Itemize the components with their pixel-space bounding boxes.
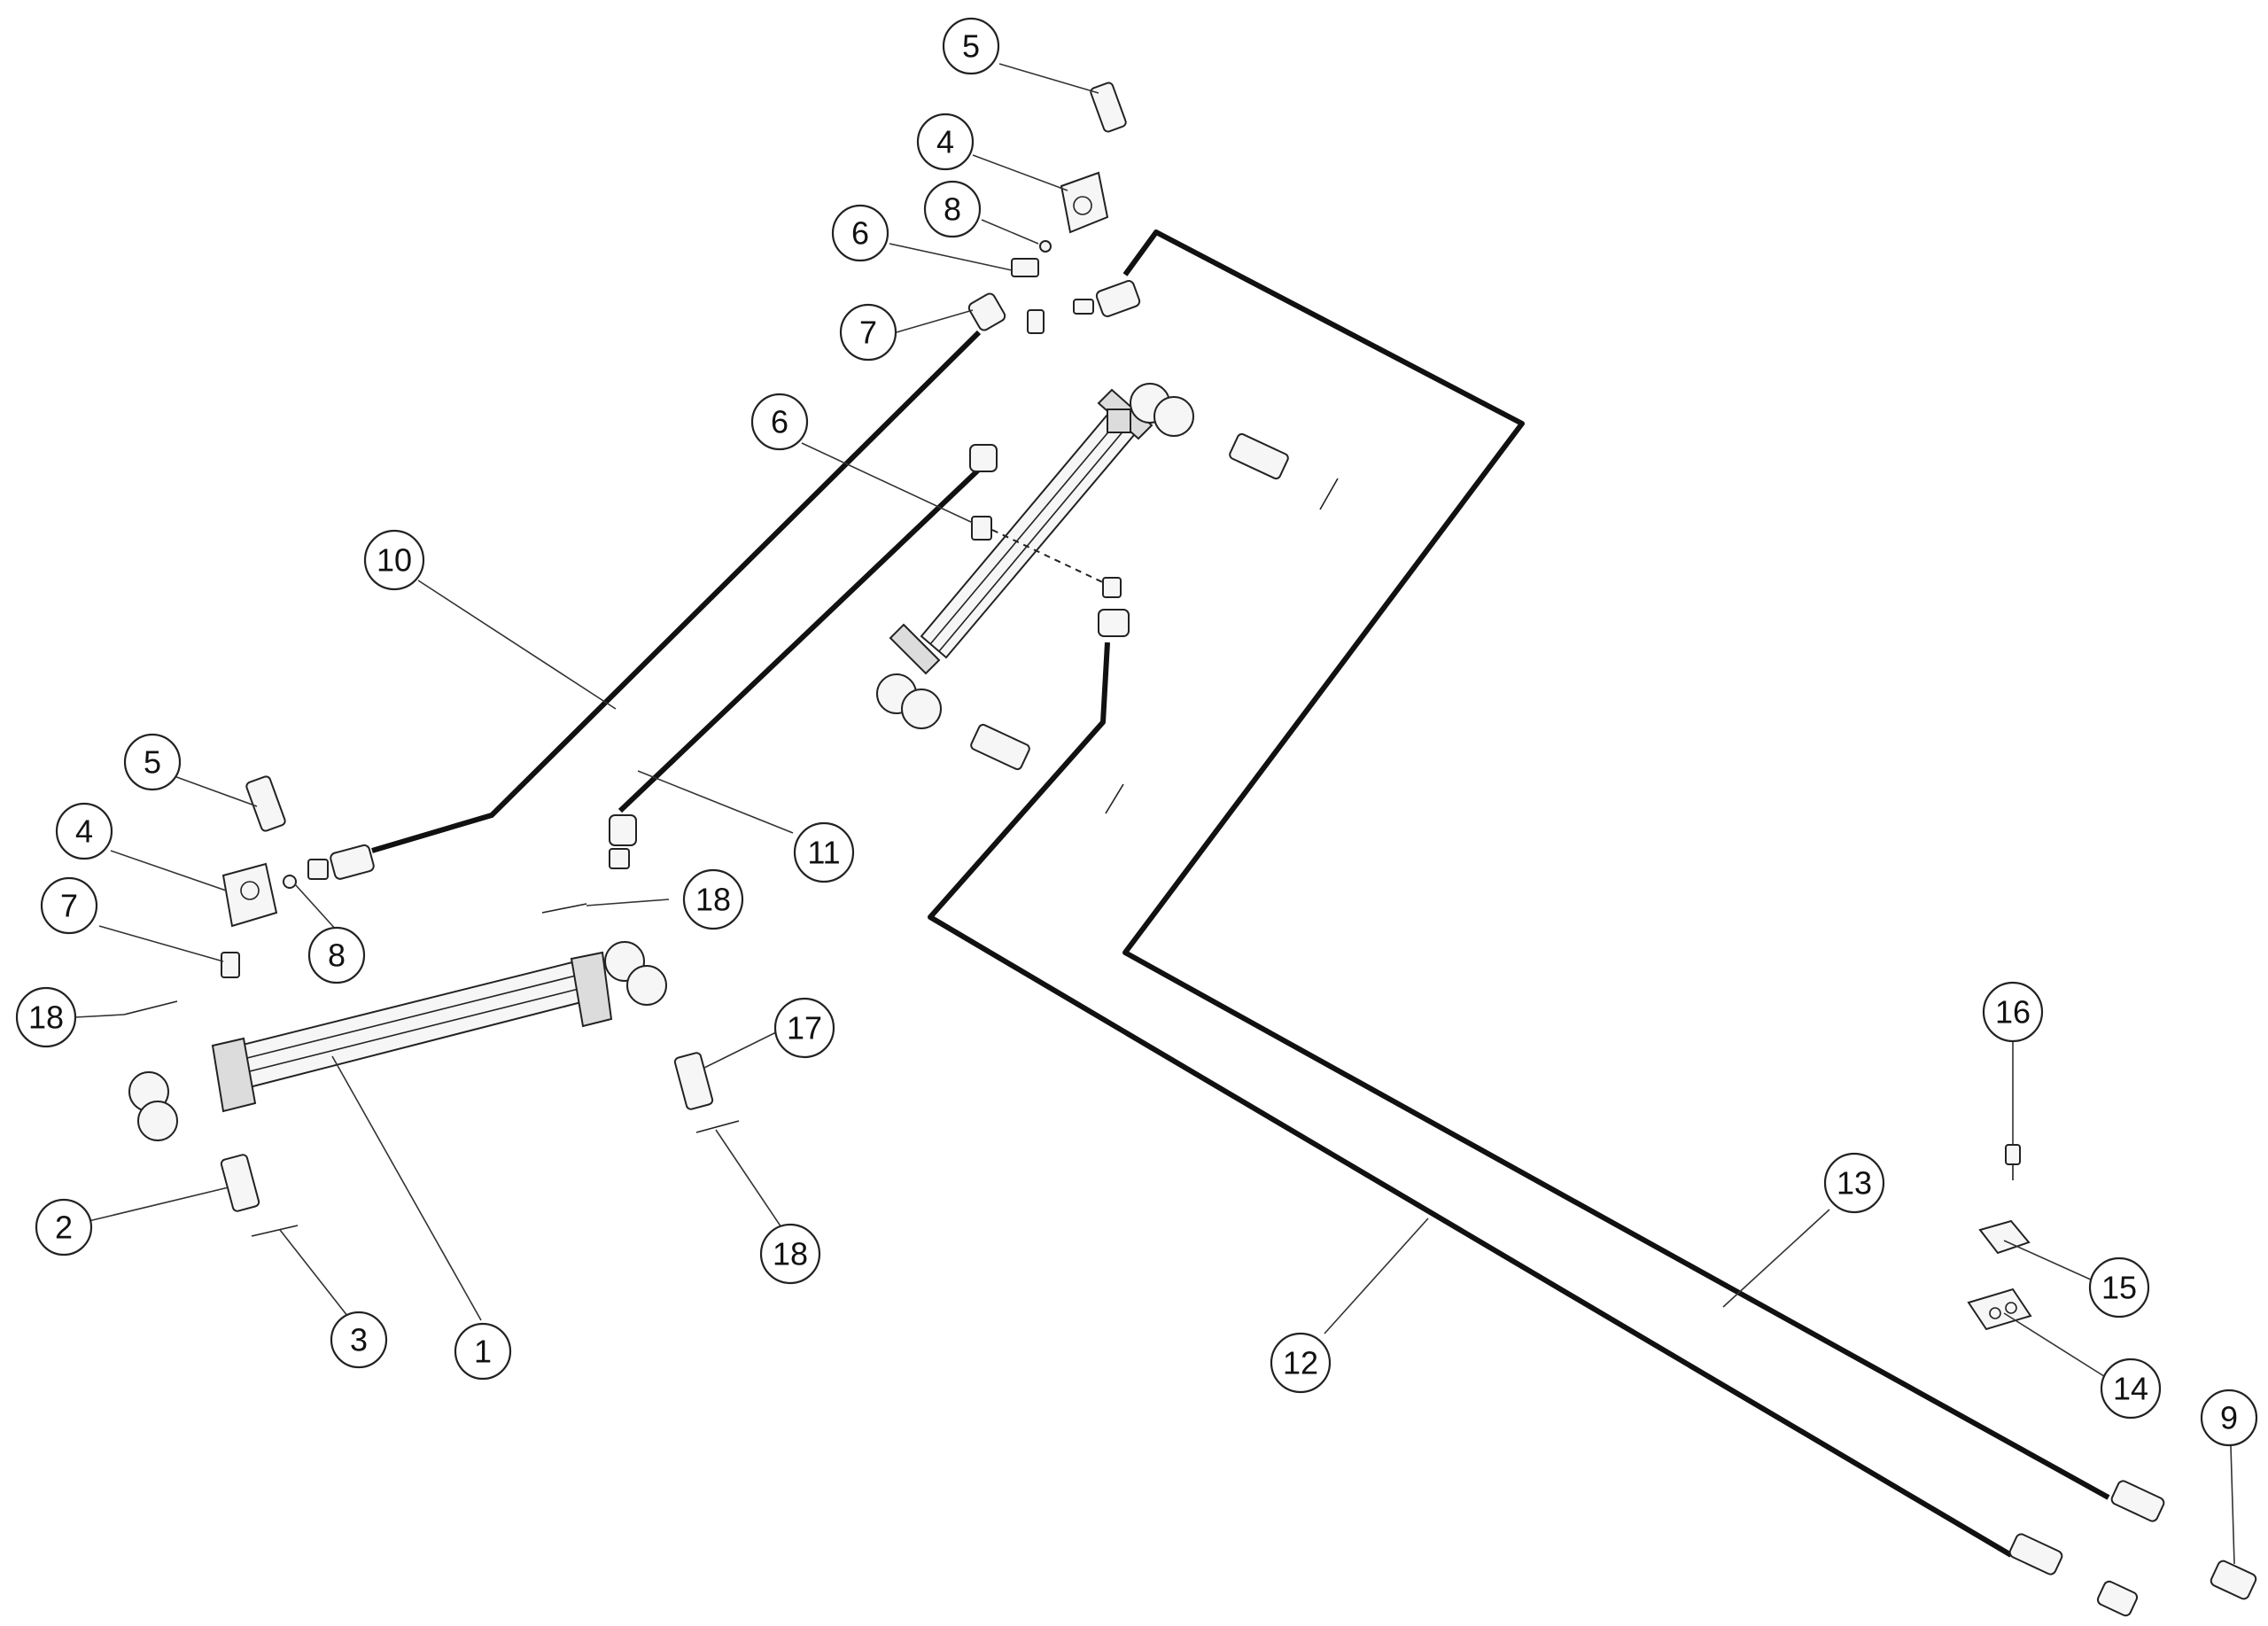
- callout-18-mid: 18: [682, 868, 744, 930]
- pin-2: [220, 1154, 260, 1212]
- valve-block-top: [1060, 171, 1109, 234]
- elbow-fitting-top: [1095, 280, 1141, 317]
- tee-fitting-top: [1011, 258, 1039, 277]
- callout-5-top: 5: [942, 17, 1000, 75]
- hose-13-end-fitting: [2110, 1480, 2165, 1522]
- cylinder-lower: [128, 941, 667, 1141]
- svg-text:11: 11: [807, 835, 840, 871]
- leader-lines: [74, 63, 2235, 1565]
- svg-text:18: 18: [773, 1236, 808, 1272]
- callout-17: 17: [773, 997, 835, 1059]
- svg-text:14: 14: [2113, 1371, 2148, 1407]
- callout-15: 15: [2088, 1256, 2150, 1319]
- svg-text:13: 13: [1837, 1165, 1872, 1202]
- breather-valve-left: [245, 775, 286, 832]
- callout-9: 9: [2200, 1389, 2258, 1447]
- hose-12: [928, 642, 2013, 1558]
- cotter-18-right: [695, 1120, 740, 1133]
- tee-fitting-mid: [971, 516, 992, 541]
- fitting-hose-10-end: [330, 844, 375, 880]
- callout-7-left: 7: [40, 876, 98, 935]
- callout-18-left: 18: [15, 986, 77, 1048]
- valve-block-left: [221, 862, 278, 928]
- callout-6-mid: 6: [750, 393, 809, 451]
- svg-text:12: 12: [1283, 1345, 1318, 1381]
- svg-text:4: 4: [936, 124, 954, 160]
- callout-13: 13: [1823, 1152, 1885, 1214]
- svg-text:18: 18: [695, 882, 731, 918]
- cotter-upper-2: [1105, 783, 1124, 814]
- cotter-18-left: [123, 1000, 178, 1015]
- fitting-mid-6: [969, 444, 998, 472]
- hose-12-end-fitting: [2008, 1533, 2063, 1575]
- svg-text:5: 5: [962, 28, 980, 65]
- callout-4-top: 4: [916, 113, 975, 171]
- hose-11: [617, 463, 986, 813]
- callout-16: 16: [1982, 981, 2044, 1043]
- callout-8-left: 8: [307, 926, 366, 984]
- plate-15: [1978, 1219, 2031, 1255]
- washer-top: [1039, 240, 1052, 253]
- bolt-16: [2005, 1144, 2021, 1165]
- callout-12: 12: [1270, 1332, 1332, 1394]
- svg-text:6: 6: [851, 215, 869, 252]
- cotter-upper-1: [1319, 478, 1339, 510]
- callout-bubbles: 5 4 8 6 7 6 10 11 5 4 7 8 18 18 17 18 2 …: [15, 17, 2258, 1447]
- callout-14: 14: [2100, 1358, 2162, 1420]
- svg-text:7: 7: [60, 888, 78, 924]
- washer-left: [283, 875, 297, 889]
- callout-5-left: 5: [123, 733, 182, 791]
- svg-text:2: 2: [55, 1210, 73, 1246]
- cotter-3: [251, 1225, 299, 1237]
- svg-text:8: 8: [328, 937, 346, 974]
- callout-6-top: 6: [831, 204, 889, 262]
- svg-text:17: 17: [787, 1010, 822, 1046]
- quick-coupler-9: [2210, 1560, 2257, 1600]
- svg-text:6: 6: [771, 404, 788, 440]
- callout-8-top: 8: [923, 180, 982, 238]
- breather-valve-top: [1090, 82, 1127, 133]
- callout-3: 3: [330, 1311, 388, 1369]
- cotter-18-mid: [541, 903, 587, 914]
- svg-text:5: 5: [144, 744, 161, 781]
- callout-18-right: 18: [759, 1223, 821, 1285]
- callout-4-left: 4: [55, 802, 113, 860]
- svg-text:15: 15: [2101, 1270, 2137, 1306]
- cylinder-upper: [876, 383, 1194, 729]
- callout-1: 1: [454, 1322, 512, 1381]
- hose-group: [371, 230, 2110, 1558]
- svg-text:8: 8: [944, 191, 961, 228]
- callout-11: 11: [793, 821, 855, 883]
- quick-coupler-loose: [2096, 1580, 2139, 1617]
- hose-13: [1122, 230, 2110, 1500]
- svg-text:18: 18: [28, 1000, 64, 1036]
- svg-text:3: 3: [350, 1322, 368, 1358]
- elbow-fitting-mid: [1098, 609, 1130, 637]
- callout-2: 2: [35, 1198, 93, 1256]
- callout-7-top: 7: [839, 303, 897, 362]
- svg-text:7: 7: [859, 315, 877, 351]
- pin-upper-1: [1229, 432, 1289, 480]
- svg-text:10: 10: [377, 542, 412, 579]
- svg-text:16: 16: [1995, 994, 2031, 1031]
- nipple-fitting-top: [1027, 309, 1045, 334]
- svg-text:4: 4: [75, 813, 93, 850]
- nipple-fitting-left: [221, 952, 240, 978]
- svg-text:9: 9: [2220, 1400, 2238, 1436]
- svg-text:1: 1: [474, 1334, 492, 1370]
- pin-upper-2: [970, 723, 1030, 771]
- callout-10: 10: [363, 529, 425, 591]
- fitting-hose-11-end: [609, 814, 637, 846]
- pin-17: [673, 1052, 714, 1110]
- small-parts: [123, 82, 2257, 1617]
- hose-10: [371, 330, 982, 853]
